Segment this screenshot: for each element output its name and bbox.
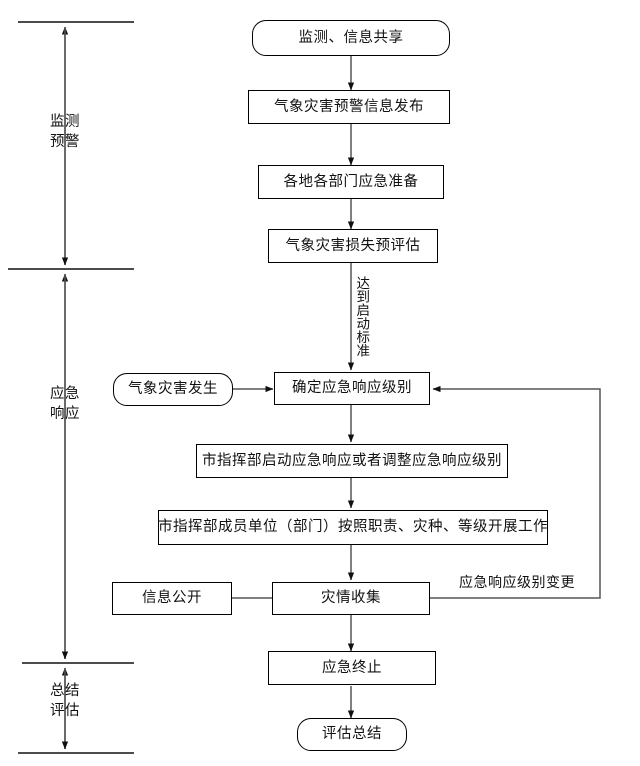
node-disaster-occurs[interactable]: 气象灾害发生 bbox=[113, 373, 233, 406]
node-monitor-share[interactable]: 监测、信息共享 bbox=[252, 20, 450, 56]
node-disaster-collect[interactable]: 灾情收集 bbox=[272, 582, 430, 615]
node-determine-level[interactable]: 确定应急响应级别 bbox=[274, 372, 430, 405]
phase-label-summary: 总结 评估 bbox=[50, 683, 80, 719]
node-info-disclosure[interactable]: 信息公开 bbox=[112, 582, 232, 615]
phase-label-response: 应急 响应 bbox=[50, 386, 80, 422]
node-assess-summary[interactable]: 评估总结 bbox=[297, 718, 407, 751]
node-member-units-work[interactable]: 市指挥部成员单位（部门）按照职责、灾种、等级开展工作 bbox=[158, 510, 548, 545]
node-dept-prepare[interactable]: 各地各部门应急准备 bbox=[258, 165, 444, 199]
node-hq-activate[interactable]: 市指挥部启动应急响应或者调整应急响应级别 bbox=[196, 444, 508, 478]
edge-label-level-change: 应急响应级别变更 bbox=[459, 575, 575, 591]
node-warning-release[interactable]: 气象灾害预警信息发布 bbox=[248, 90, 450, 124]
node-loss-preassess[interactable]: 气象灾害损失预评估 bbox=[268, 229, 438, 263]
node-emergency-end[interactable]: 应急终止 bbox=[268, 651, 436, 685]
edge-label-activation-standard: 达到启动标准 bbox=[353, 276, 370, 357]
phase-label-monitoring: 监测 预警 bbox=[50, 114, 80, 150]
